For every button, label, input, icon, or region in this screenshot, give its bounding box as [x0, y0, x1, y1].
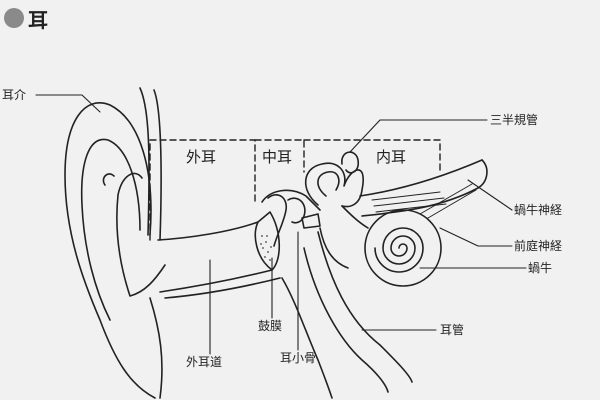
- eustachian-tube-lower: [303, 247, 389, 393]
- label-semicircular-canals: 三半規管: [490, 112, 538, 127]
- canal-tissue-line: [164, 277, 281, 299]
- label-ossicles: 耳小骨: [280, 351, 316, 365]
- region-label-middle: 中耳: [262, 148, 292, 166]
- region-box-inner: [303, 139, 441, 173]
- label-vestibular-nerve: 前庭神経: [514, 238, 562, 253]
- cochlea-spiral: [374, 227, 424, 273]
- nerve-bundle-lower: [361, 187, 479, 217]
- nerve-fibers: [371, 183, 477, 219]
- eardrum-stipple: [260, 235, 272, 263]
- label-ear-canal: 外耳道: [186, 355, 222, 369]
- eustachian-tube-upper: [317, 231, 413, 383]
- concha-outline: [116, 172, 166, 297]
- leader-lines: [35, 94, 527, 355]
- label-cochlear-nerve: 蝸牛神経: [514, 202, 562, 217]
- label-eardrum: 鼓膜: [258, 319, 282, 333]
- cochlea-outer: [364, 209, 442, 287]
- antihelix-mark: [102, 173, 115, 186]
- auricle-outline: [64, 102, 156, 399]
- ear-canal-upper: [157, 221, 259, 241]
- semicircular-canal-outer: [304, 162, 364, 208]
- malleus: [267, 194, 288, 247]
- label-auricle: 耳介: [2, 88, 26, 102]
- nerve-bundle-end: [477, 159, 488, 189]
- head-contour-right: [153, 89, 162, 241]
- bullet-circle-icon: [4, 8, 24, 28]
- leader-cochlear-nerve: [467, 179, 513, 211]
- diagram-heading: 耳: [4, 4, 48, 32]
- leader-semicircular: [349, 119, 488, 153]
- vestibule: [319, 205, 369, 269]
- leader-auricle: [35, 94, 101, 113]
- incus: [287, 197, 306, 224]
- semicircular-canal-loop: [341, 151, 360, 174]
- diagram-title: 耳: [28, 7, 48, 32]
- semicircular-canal-inner: [317, 170, 340, 197]
- stapes: [301, 213, 321, 229]
- region-box-middle: [254, 139, 305, 173]
- region-boxes: [149, 139, 441, 241]
- earlobe-line: [149, 297, 163, 399]
- nerve-bundle-upper: [359, 159, 483, 197]
- region-box-outer: [149, 139, 256, 241]
- head-contour-left: [139, 87, 150, 236]
- lower-tissue-line: [281, 277, 333, 399]
- leader-vestibular-nerve: [439, 227, 513, 247]
- region-label-inner: 内耳: [376, 148, 406, 166]
- ear-canal-lower: [159, 269, 273, 293]
- region-label-outer: 外耳: [186, 148, 216, 166]
- label-cochlea: 蝸牛: [528, 260, 552, 275]
- helix-fold: [80, 138, 141, 321]
- middle-ear-cavity: [261, 189, 321, 211]
- label-eustachian-tube: 耳管: [440, 322, 464, 337]
